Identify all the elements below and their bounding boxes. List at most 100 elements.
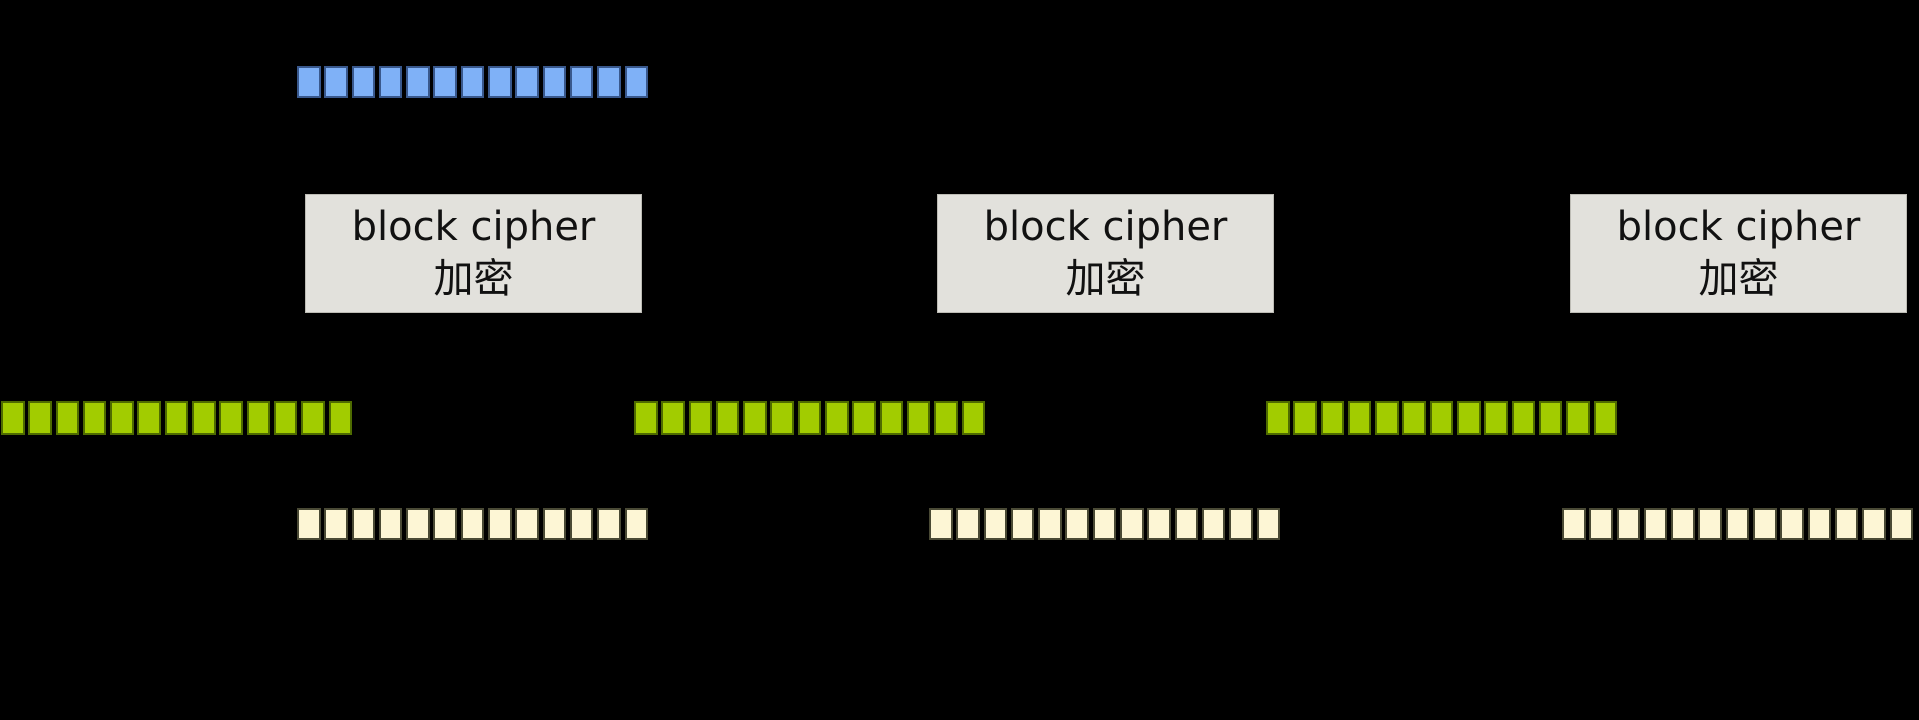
initialization-vector-segments-cell: [624, 66, 649, 98]
ciphertext-segments-cell: [515, 508, 539, 540]
ciphertext-segments-cell: [956, 508, 980, 540]
ciphertext-segments-cell: [1862, 508, 1886, 540]
plaintext-segments-cell: [688, 401, 713, 435]
ciphertext-segments-cell: [488, 508, 512, 540]
initialization-vector-segments-cell: [378, 66, 403, 98]
initialization-vector-segments-cell: [515, 66, 539, 98]
initialization-vector-segments-cell: [488, 66, 512, 98]
ciphertext-segments-cell: [460, 508, 485, 540]
ciphertext-segments-cell: [1698, 508, 1722, 540]
ciphertext-segments-cell: [324, 508, 348, 540]
plaintext-segments-cell: [328, 401, 353, 435]
ciphertext-segments-cell: [1616, 508, 1641, 540]
ciphertext-segments-cell: [1120, 508, 1144, 540]
plaintext-segments-cell: [1402, 401, 1426, 435]
ciphertext-segments-cell: [1753, 508, 1777, 540]
block-cipher-label-zh: 加密: [433, 255, 514, 302]
block-cipher-box-1: block cipher 加密: [305, 194, 642, 313]
plaintext-segments-cell: [1, 401, 25, 435]
plaintext-segments-cell: [273, 401, 298, 435]
plaintext-segments-cell: [715, 401, 740, 435]
ciphertext-segments-cell: [351, 508, 376, 540]
plaintext-segments-cell: [1266, 401, 1290, 435]
ciphertext-segments-cell: [297, 508, 321, 540]
green-segmented-bar-2: [634, 401, 986, 435]
ciphertext-segments-cell: [378, 508, 403, 540]
block-cipher-label-en: block cipher: [1616, 204, 1861, 251]
block-cipher-box-2: block cipher 加密: [937, 194, 1274, 313]
cream-segmented-bar-1: [297, 508, 649, 540]
plaintext-segments-cell: [28, 401, 52, 435]
plaintext-segments-cell: [825, 401, 849, 435]
initialization-vector-segments-cell: [406, 66, 430, 98]
plaintext-segments-cell: [770, 401, 794, 435]
block-cipher-label-zh: 加密: [1065, 255, 1146, 302]
plaintext-segments-cell: [1293, 401, 1317, 435]
plaintext-segments-cell: [246, 401, 271, 435]
ciphertext-segments-cell: [1065, 508, 1089, 540]
ciphertext-segments-cell: [929, 508, 953, 540]
plaintext-segments-cell: [934, 401, 958, 435]
plaintext-segments-cell: [82, 401, 107, 435]
initialization-vector-segments-cell: [297, 66, 321, 98]
green-segmented-bar-3: [1266, 401, 1618, 435]
plaintext-segments-cell: [1429, 401, 1454, 435]
ciphertext-segments-cell: [1671, 508, 1695, 540]
plaintext-segments-cell: [1538, 401, 1563, 435]
ciphertext-segments-cell: [433, 508, 457, 540]
ciphertext-segments-cell: [624, 508, 649, 540]
ciphertext-segments-cell: [406, 508, 430, 540]
ciphertext-segments-cell: [1256, 508, 1281, 540]
cream-segmented-bar-2: [929, 508, 1281, 540]
ciphertext-segments-cell: [1780, 508, 1804, 540]
ciphertext-segments-cell: [983, 508, 1008, 540]
ciphertext-segments-cell: [1643, 508, 1668, 540]
plaintext-segments-cell: [743, 401, 767, 435]
plaintext-segments-cell: [1375, 401, 1399, 435]
green-segmented-bar-1: [1, 401, 353, 435]
block-cipher-label-zh: 加密: [1698, 255, 1779, 302]
plaintext-segments-cell: [1457, 401, 1481, 435]
cream-segmented-bar-3: [1562, 508, 1914, 540]
ciphertext-segments-cell: [1174, 508, 1199, 540]
initialization-vector-segments-cell: [433, 66, 457, 98]
plaintext-segments-cell: [192, 401, 216, 435]
ciphertext-segments-cell: [542, 508, 567, 540]
initialization-vector-segments-cell: [597, 66, 621, 98]
plaintext-segments-cell: [1511, 401, 1536, 435]
ciphertext-segments-cell: [569, 508, 594, 540]
initialization-vector-segments-cell: [569, 66, 594, 98]
plaintext-segments-cell: [1593, 401, 1618, 435]
plaintext-segments-cell: [879, 401, 904, 435]
plaintext-segments-cell: [1484, 401, 1508, 435]
plaintext-segments-cell: [634, 401, 658, 435]
ciphertext-segments-cell: [1807, 508, 1832, 540]
ciphertext-segments-cell: [1834, 508, 1859, 540]
block-cipher-label-en: block cipher: [983, 204, 1228, 251]
plaintext-segments-cell: [137, 401, 161, 435]
plaintext-segments-cell: [797, 401, 822, 435]
plaintext-segments-cell: [1566, 401, 1590, 435]
initialization-vector-segments-cell: [542, 66, 567, 98]
ciphertext-segments-cell: [1725, 508, 1750, 540]
plaintext-segments-cell: [55, 401, 80, 435]
plaintext-segments-cell: [852, 401, 876, 435]
ciphertext-segments-cell: [1010, 508, 1035, 540]
plaintext-segments-cell: [219, 401, 243, 435]
ciphertext-segments-cell: [1229, 508, 1253, 540]
ciphertext-segments-cell: [597, 508, 621, 540]
ciphertext-segments-cell: [1562, 508, 1586, 540]
ciphertext-segments-cell: [1201, 508, 1226, 540]
plaintext-segments-cell: [1347, 401, 1372, 435]
ciphertext-segments-cell: [1092, 508, 1117, 540]
plaintext-segments-cell: [301, 401, 325, 435]
ciphertext-segments-cell: [1589, 508, 1613, 540]
ciphertext-segments-cell: [1889, 508, 1914, 540]
initialization-vector-segments-cell: [351, 66, 376, 98]
plaintext-segments-cell: [906, 401, 931, 435]
plaintext-segments-cell: [164, 401, 189, 435]
plaintext-segments-cell: [110, 401, 134, 435]
block-cipher-box-3: block cipher 加密: [1570, 194, 1907, 313]
block-cipher-label-en: block cipher: [351, 204, 596, 251]
